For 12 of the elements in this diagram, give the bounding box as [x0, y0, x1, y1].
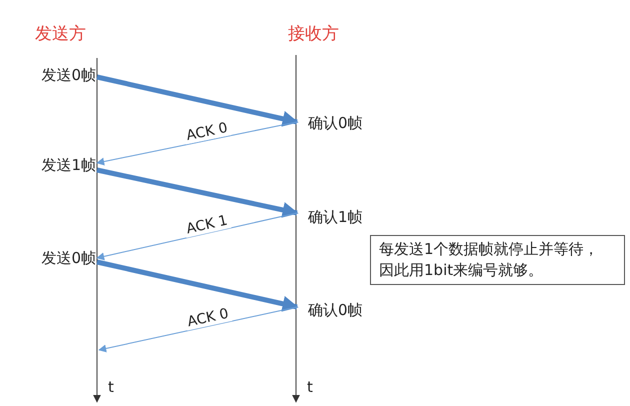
- sender-heading: 发送方: [35, 23, 86, 45]
- frame-label: 发送0帧: [20, 248, 96, 268]
- note-box: 每发送1个数据帧就停止并等待，因此用1bit来编号就够。: [370, 235, 625, 285]
- frame-label: 发送1帧: [20, 155, 96, 175]
- time-label: t: [307, 378, 313, 396]
- frame-label: 确认0帧: [298, 300, 378, 320]
- edge-label: ACK 0: [183, 119, 231, 144]
- frame-label: 确认1帧: [298, 207, 378, 227]
- frame-label: 发送0帧: [20, 65, 96, 85]
- time-label: t: [108, 378, 114, 396]
- receiver-heading: 接收方: [288, 23, 339, 45]
- frame-label: 确认0帧: [298, 113, 378, 133]
